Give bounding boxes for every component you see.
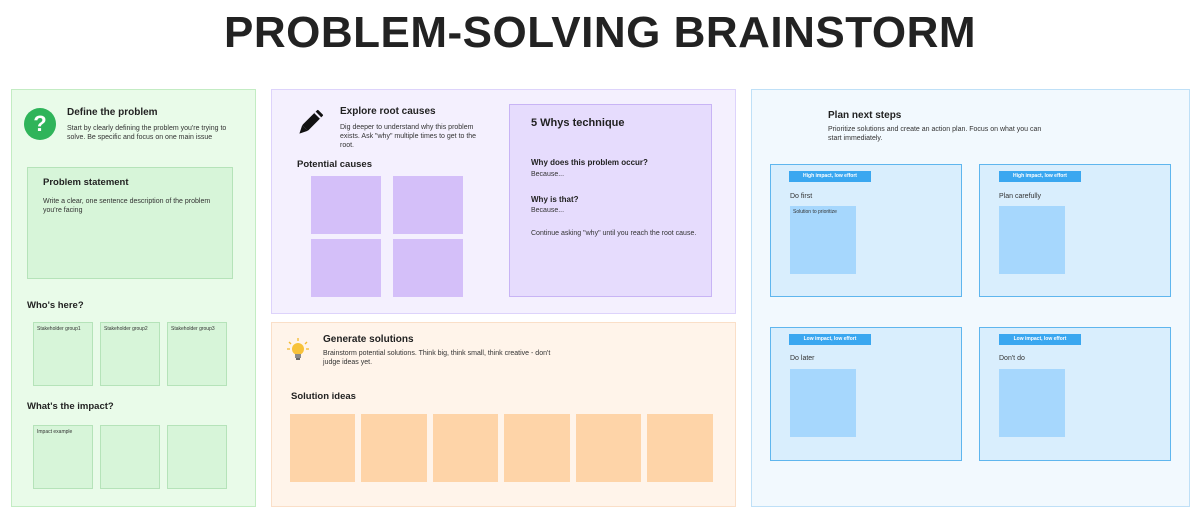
stakeholder-note[interactable]: Stakeholder group3 [167,322,227,386]
stakeholder-note[interactable]: Stakeholder group2 [100,322,160,386]
cause-note[interactable] [393,239,463,297]
quadrant-tag: High impact, low effort [999,171,1081,182]
explore-description: Dig deeper to understand why this proble… [340,124,477,149]
quadrant-label: Do first [790,193,813,200]
quadrant-tag: Low impact, low effort [999,334,1081,345]
generate-description: Brainstorm potential solutions. Think bi… [323,350,551,366]
quadrant-tag: Low impact, low effort [789,334,871,345]
stakeholder-note[interactable]: Stakeholder group1 [33,322,93,386]
pencil-icon [293,106,327,140]
why-question-1: Why does this problem occur? [531,158,648,167]
problem-statement-box[interactable] [27,167,233,279]
impact-label: What's the impact? [27,401,114,412]
action-note[interactable] [999,206,1065,274]
lightbulb-icon [287,338,309,362]
solution-ideas-label: Solution ideas [291,391,356,402]
question-icon: ? [24,108,56,140]
problem-statement-title: Problem statement [43,177,129,188]
solution-note[interactable] [433,414,498,482]
quadrant-label: Plan carefully [999,193,1042,200]
solution-note[interactable] [647,414,713,482]
why-question-2: Why is that? [531,195,579,204]
solution-note[interactable] [576,414,641,482]
solution-note[interactable] [290,414,355,482]
plan-description: Prioritize solutions and create an actio… [828,126,1042,142]
problem-statement-text: Write a clear, one sentence description … [43,198,211,214]
action-note[interactable] [790,369,856,437]
five-whys-box [509,104,712,297]
explore-heading: Explore root causes [340,106,436,117]
solution-note[interactable] [361,414,427,482]
action-note[interactable]: Solution to prioritize [790,206,856,274]
page-title: PROBLEM-SOLVING BRAINSTORM [223,8,977,57]
quadrant-label: Do later [790,355,815,362]
cause-note[interactable] [311,176,381,234]
potential-causes-label: Potential causes [297,159,372,170]
quadrant-label: Don't do [999,355,1025,362]
cause-note[interactable] [311,239,381,297]
impact-note[interactable] [100,425,160,489]
quadrant-tag: High impact, low effort [789,171,871,182]
plan-heading: Plan next steps [828,110,902,121]
five-whys-title: 5 Whys technique [531,117,625,129]
action-note[interactable] [999,369,1065,437]
why-continue-text: Continue asking "why" until you reach th… [531,230,697,237]
define-heading: Define the problem [67,107,158,118]
impact-note[interactable]: Impact example [33,425,93,489]
define-description: Start by clearly defining the problem yo… [67,125,227,141]
impact-note[interactable] [167,425,227,489]
solution-note[interactable] [504,414,570,482]
why-answer-1[interactable]: Because... [531,171,565,178]
why-answer-2[interactable]: Because... [531,207,565,214]
whos-here-label: Who's here? [27,300,84,311]
cause-note[interactable] [393,176,463,234]
generate-heading: Generate solutions [323,334,414,345]
